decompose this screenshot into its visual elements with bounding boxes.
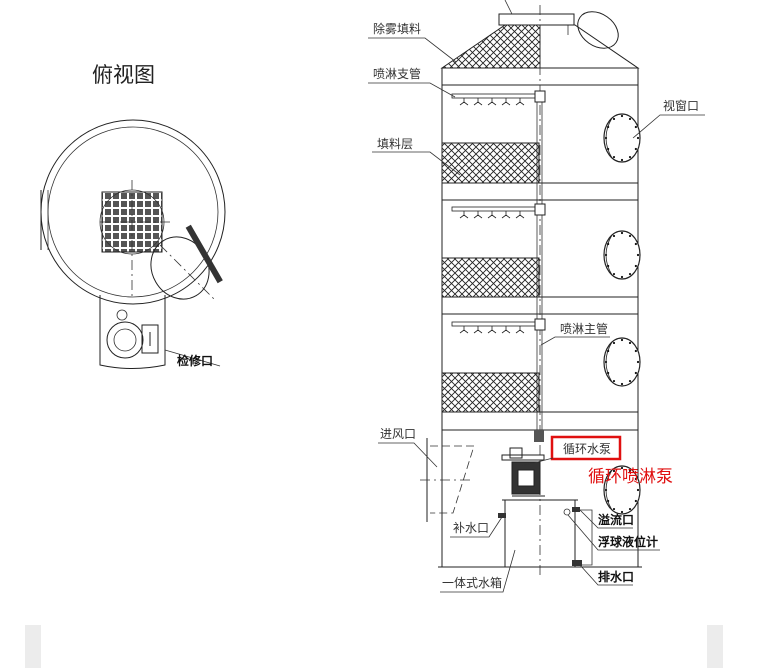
label-circ-spray-pump: 循环喷淋泵: [588, 467, 673, 487]
nozzle-icon: [487, 211, 497, 219]
nozzle-icon: [459, 211, 469, 219]
label-packing-layer: 填料层: [377, 137, 413, 151]
outlet-cap: [498, 13, 575, 26]
sight-windows: [603, 113, 641, 515]
packing-layer-2: [441, 257, 540, 298]
circulation-pump: [501, 430, 545, 497]
nozzle-icon: [501, 326, 511, 334]
label-demister: 除雾填料: [373, 21, 421, 36]
nozzle-icon: [501, 211, 511, 219]
manhole-label: 检修口: [177, 353, 213, 368]
label-tank: 一体式水箱: [442, 575, 502, 590]
label-spray-main: 喷淋主管: [560, 321, 608, 336]
packing-layer-1: [441, 142, 540, 184]
nozzle-icon: [501, 98, 511, 106]
nozzle-icon: [487, 326, 497, 334]
spray-branches: [451, 90, 546, 334]
sight-window: [603, 465, 641, 515]
nozzle-icon: [515, 326, 525, 334]
side-flange: [150, 224, 223, 300]
labels: 除雾填料 喷淋支管 视窗口 填料层 喷淋主管 进风口 循环水泵 循环喷淋泵 补水…: [368, 21, 705, 593]
tank-outline: [99, 295, 166, 369]
page-edge-shade-right: [707, 625, 723, 668]
nozzle-icon: [459, 98, 469, 106]
air-inlet: [420, 438, 475, 522]
label-air-inlet: 进风口: [380, 427, 416, 441]
float-ball: [563, 508, 571, 516]
packing-layer-3: [441, 372, 540, 413]
top-flange: [577, 11, 619, 49]
top-view-title: 俯视图: [92, 63, 155, 87]
label-sight-window: 视窗口: [663, 98, 699, 113]
pump-highlight-box: [550, 435, 622, 461]
nozzle-icon: [487, 98, 497, 106]
tower: [420, 0, 642, 575]
nozzle-icon: [473, 211, 483, 219]
nozzle-icon: [459, 326, 469, 334]
label-makeup-water: 补水口: [453, 521, 489, 535]
label-float-gauge: 浮球液位计: [598, 534, 658, 549]
nozzle-icon: [473, 98, 483, 106]
label-circ-pump: 循环水泵: [563, 442, 611, 456]
spray-branch: [451, 203, 546, 219]
spray-branch: [451, 318, 546, 334]
sight-window: [603, 337, 641, 387]
sight-window: [603, 113, 641, 163]
label-spray-branch: 喷淋支管: [373, 66, 421, 81]
nozzle-icon: [515, 211, 525, 219]
label-drain: 排水口: [598, 569, 634, 584]
manhole: [141, 324, 159, 354]
nozzle-icon: [515, 98, 525, 106]
top-view: 俯视图 检修口: [40, 63, 226, 369]
demister-packing: [440, 24, 541, 69]
sight-window: [603, 230, 641, 280]
nozzle-icon: [473, 326, 483, 334]
page-edge-shade-left: [25, 625, 41, 668]
label-overflow: 溢流口: [598, 512, 634, 527]
spray-branch: [451, 90, 546, 106]
